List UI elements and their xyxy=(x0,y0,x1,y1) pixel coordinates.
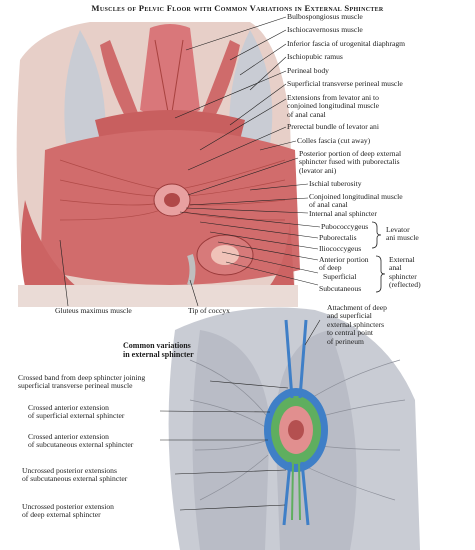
label-iliococcygeus: Iliococcygeus xyxy=(319,244,362,253)
label-puborectalis: Puborectalis xyxy=(319,233,357,242)
label-prerectal-bundle: Prerectal bundle of levator ani xyxy=(287,122,379,131)
label-superficial: Superficial xyxy=(323,272,357,281)
label-attachment-central-point: Attachment of deep and superficial exter… xyxy=(327,303,387,346)
label-crossed-anterior-subcutaneous: Crossed anterior extension of subcutaneo… xyxy=(28,432,134,450)
lower-leader-lines xyxy=(159,319,321,511)
label-levator-ani-group: Levator ani muscle xyxy=(386,225,419,243)
label-perineal-body: Perineal body xyxy=(287,66,329,75)
label-pubococcygeus: Pubococcygeus xyxy=(321,222,369,231)
label-colles-fascia: Colles fascia (cut away) xyxy=(297,136,371,145)
upper-pelvic-floor-drawing xyxy=(16,22,300,307)
label-gluteus-maximus: Gluteus maximus muscle xyxy=(55,306,132,315)
label-bulbospongiosus: Bulbospongiosus muscle xyxy=(287,12,363,21)
label-internal-sphincter: Internal anal sphincter xyxy=(309,209,377,218)
label-superficial-transverse: Superficial transverse perineal muscle xyxy=(287,79,403,88)
variations-heading: Common variations in external sphincter xyxy=(123,341,194,359)
lower-variation-drawing xyxy=(168,307,420,550)
label-posterior-deep-sphincter: Posterior portion of deep external sphin… xyxy=(299,149,402,175)
label-crossed-band-deep: Crossed band from deep sphincter joining… xyxy=(18,373,146,391)
label-uncrossed-posterior-subcutaneous: Uncrossed posterior extensions of subcut… xyxy=(22,466,128,484)
label-tip-of-coccyx: Tip of coccyx xyxy=(188,306,230,315)
upper-leader-lines xyxy=(59,16,321,307)
label-anterior-deep: Anterior portion of deep xyxy=(319,255,369,273)
label-levator-extensions: Extensions from levator ani to conjoined… xyxy=(287,93,379,119)
label-uncrossed-posterior-deep: Uncrossed posterior extension of deep ex… xyxy=(22,502,114,520)
label-subcutaneous: Subcutaneous xyxy=(319,284,362,293)
page-title: Muscles of Pelvic Floor with Common Vari… xyxy=(91,3,384,13)
label-inferior-fascia: Inferior fascia of urogenital diaphragm xyxy=(287,39,406,48)
label-ischiopubic-ramus: Ischiopubic ramus xyxy=(287,52,343,61)
label-crossed-anterior-superficial: Crossed anterior extension of superficia… xyxy=(28,403,125,421)
label-ischiocavernosus: Ischiocavernosus muscle xyxy=(287,25,363,34)
label-external-sphincter-group: External anal sphincter (reflected) xyxy=(389,255,421,290)
label-conjoined-longitudinal: Conjoined longitudinal muscle of anal ca… xyxy=(309,192,403,210)
label-ischial-tuberosity: Ischial tuberosity xyxy=(309,179,362,188)
